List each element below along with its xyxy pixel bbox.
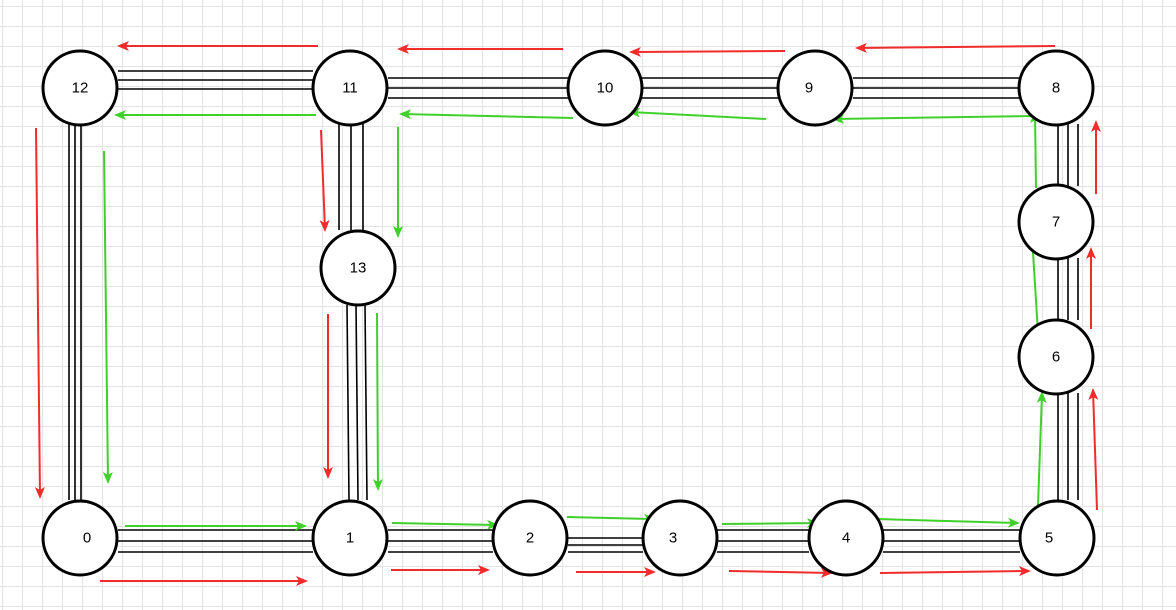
node-12[interactable]: 12 <box>41 49 119 127</box>
red-arrow-9-10 <box>629 46 786 57</box>
node-9-label: 9 <box>805 80 813 97</box>
node-8[interactable]: 8 <box>1017 49 1095 127</box>
node-1-label: 1 <box>346 530 354 547</box>
node-0[interactable]: 0 <box>41 499 119 577</box>
node-5[interactable]: 5 <box>1018 499 1096 577</box>
node-10[interactable]: 10 <box>566 49 644 127</box>
node-5-label: 5 <box>1045 530 1053 547</box>
node-3-label: 3 <box>669 530 677 547</box>
edge-5-6 <box>1057 393 1079 500</box>
green-arrow-2-3 <box>566 513 656 524</box>
edge-3-4 <box>717 529 809 553</box>
edge-13-1 <box>346 304 368 501</box>
node-13-label: 13 <box>350 260 367 277</box>
node-11[interactable]: 11 <box>311 49 389 127</box>
node-2-label: 2 <box>526 530 534 547</box>
node-9[interactable]: 9 <box>776 49 854 127</box>
green-arrow-12-0 <box>102 150 113 484</box>
node-3[interactable]: 3 <box>641 499 719 577</box>
edge-11-12 <box>118 70 313 90</box>
red-path-arrows <box>34 41 1101 586</box>
node-6-label: 6 <box>1052 349 1060 366</box>
red-arrow-3-4 <box>728 567 833 578</box>
green-path-arrows <box>102 107 1047 531</box>
edge-8-9 <box>853 77 1020 99</box>
edge-2-3 <box>568 537 643 553</box>
edge-1-2 <box>388 529 493 553</box>
green-arrow-13-1 <box>372 312 383 491</box>
node-13[interactable]: 13 <box>319 229 397 307</box>
red-arrow-12-0 <box>34 127 45 499</box>
red-arrow-11-13 <box>319 129 330 232</box>
edge-9-10 <box>642 77 778 99</box>
green-arrow-7-8 <box>1030 111 1041 189</box>
edge-4-5 <box>883 529 1020 553</box>
node-7-label: 7 <box>1052 214 1060 231</box>
node-7[interactable]: 7 <box>1017 183 1095 261</box>
green-arrow-9-10 <box>628 107 767 120</box>
green-arrow-5-6 <box>1036 391 1047 507</box>
edge-0-1 <box>118 529 313 553</box>
red-arrow-4-5 <box>879 566 1031 577</box>
node-12-label: 12 <box>72 80 89 97</box>
red-arrow-8-9 <box>855 42 1056 53</box>
node-6[interactable]: 6 <box>1017 318 1095 396</box>
green-arrow-4-5 <box>875 517 1020 528</box>
green-arrow-8-9 <box>832 113 1034 124</box>
node-1[interactable]: 1 <box>311 499 389 577</box>
node-10-label: 10 <box>597 80 614 97</box>
node-8-label: 8 <box>1052 80 1060 97</box>
edge-7-8 <box>1057 124 1079 186</box>
edges-layer <box>68 70 1079 553</box>
node-0-label: 0 <box>83 530 91 547</box>
nodes-layer: 0 1 2 3 4 5 6 7 <box>41 49 1096 577</box>
node-4[interactable]: 4 <box>807 499 885 577</box>
green-arrow-3-4 <box>721 518 819 529</box>
red-arrow-5-6 <box>1088 388 1099 511</box>
node-2[interactable]: 2 <box>491 499 569 577</box>
edge-11-13 <box>338 124 364 230</box>
node-4-label: 4 <box>842 530 850 547</box>
green-arrow-1-2 <box>391 519 499 530</box>
node-11-label: 11 <box>342 80 358 97</box>
edge-12-0 <box>68 124 82 500</box>
green-arrow-10-11 <box>399 109 574 120</box>
edge-6-7 <box>1057 258 1079 320</box>
edge-10-11 <box>388 77 568 99</box>
